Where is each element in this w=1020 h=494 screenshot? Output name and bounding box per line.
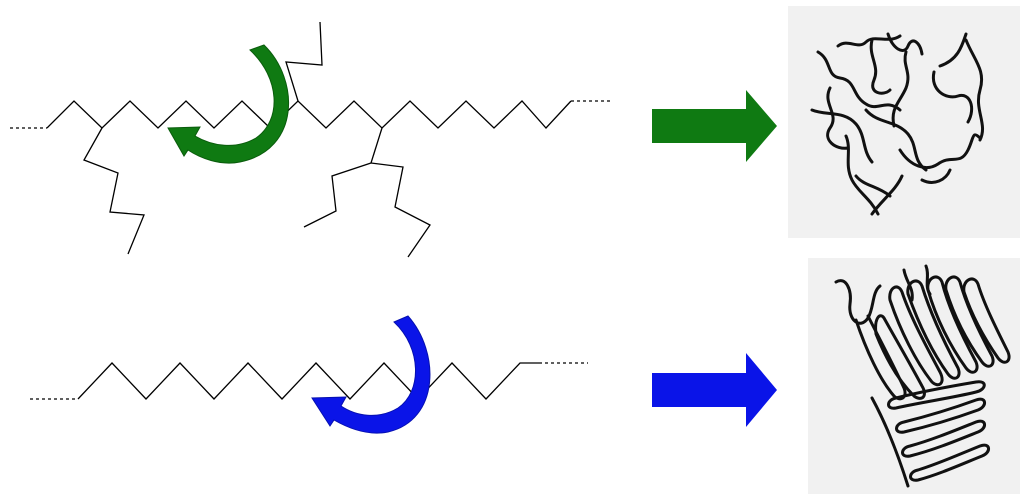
side-branch-right: [370, 127, 383, 164]
side-branch-right-fork-b: [370, 162, 431, 258]
texture-background: [788, 6, 1020, 238]
amorphous-structure-image: [788, 6, 1020, 238]
folded-lamellae-image: [808, 258, 1020, 494]
tangled-chains: [810, 32, 985, 216]
blue-rotation-arrow: [311, 315, 431, 434]
blue-block-arrow-shape: [652, 353, 777, 427]
green-result-arrow: [652, 90, 777, 162]
folded-chains: [834, 264, 1011, 488]
green-rotation-arrow: [167, 44, 290, 164]
side-branch-right-fork-a: [303, 162, 372, 228]
branched-polymer-chain: [10, 21, 610, 258]
linear-polymer-chain: [30, 362, 588, 400]
blue-result-arrow: [652, 353, 777, 427]
texture-background: [808, 258, 1020, 494]
linear-backbone: [77, 362, 539, 400]
blue-curved-arrow-shape: [311, 315, 431, 434]
side-branch-top: [285, 21, 323, 102]
green-block-arrow-shape: [652, 90, 777, 162]
green-curved-arrow-shape: [167, 44, 290, 164]
side-branch-left: [83, 127, 145, 255]
main-backbone: [46, 100, 572, 129]
